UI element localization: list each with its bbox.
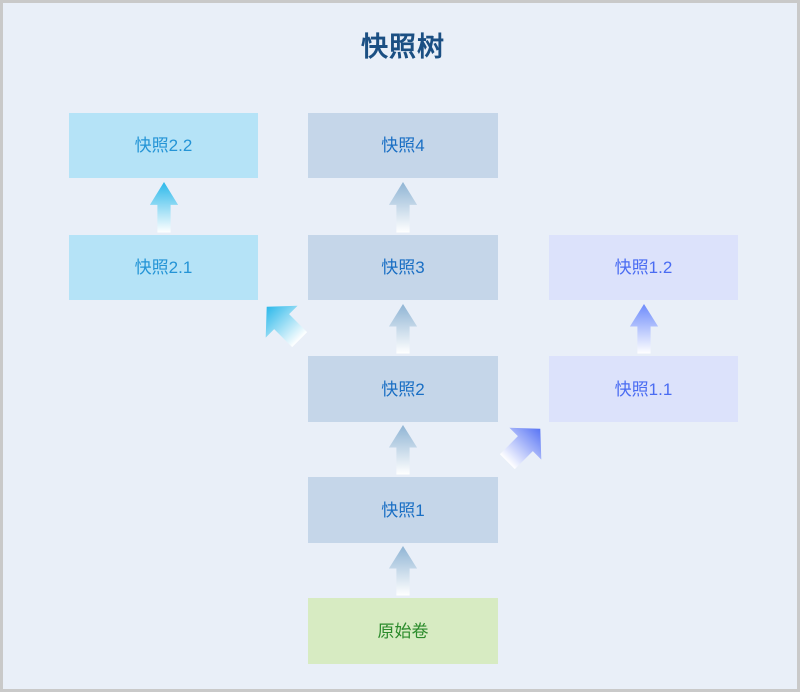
node-label: 快照2.2 [134, 136, 193, 155]
arrow-up-icon [388, 303, 418, 354]
node-label: 快照2 [381, 379, 425, 399]
arrow-up-icon [149, 181, 179, 233]
node-snap12[interactable]: 快照1.2 [549, 235, 738, 300]
node-snap1[interactable]: 快照1 [308, 477, 498, 543]
node-snap11[interactable]: 快照1.1 [549, 356, 738, 422]
node-label: 快照3 [381, 258, 425, 277]
node-origin[interactable]: 原始卷 [308, 598, 498, 664]
node-label: 快照1 [381, 500, 425, 520]
node-snap2[interactable]: 快照2 [308, 356, 498, 422]
arrow-up-icon [629, 303, 659, 354]
arrow-up-icon [388, 424, 418, 475]
arrow-up-right-icon [490, 411, 558, 479]
node-snap4[interactable]: 快照4 [308, 113, 498, 178]
arrow-up-icon [388, 545, 418, 596]
node-label: 原始卷 [377, 621, 429, 641]
node-label: 快照1.2 [614, 258, 673, 277]
node-label: 快照4 [381, 136, 425, 155]
arrow-up-left-icon [249, 289, 317, 357]
node-label: 快照2.1 [134, 258, 193, 277]
node-snap3[interactable]: 快照3 [308, 235, 498, 300]
node-snap21[interactable]: 快照2.1 [69, 235, 258, 300]
page-title: 快照树 [361, 32, 445, 62]
node-snap22[interactable]: 快照2.2 [69, 113, 258, 178]
node-label: 快照1.1 [614, 379, 673, 399]
arrow-up-icon [388, 181, 418, 233]
